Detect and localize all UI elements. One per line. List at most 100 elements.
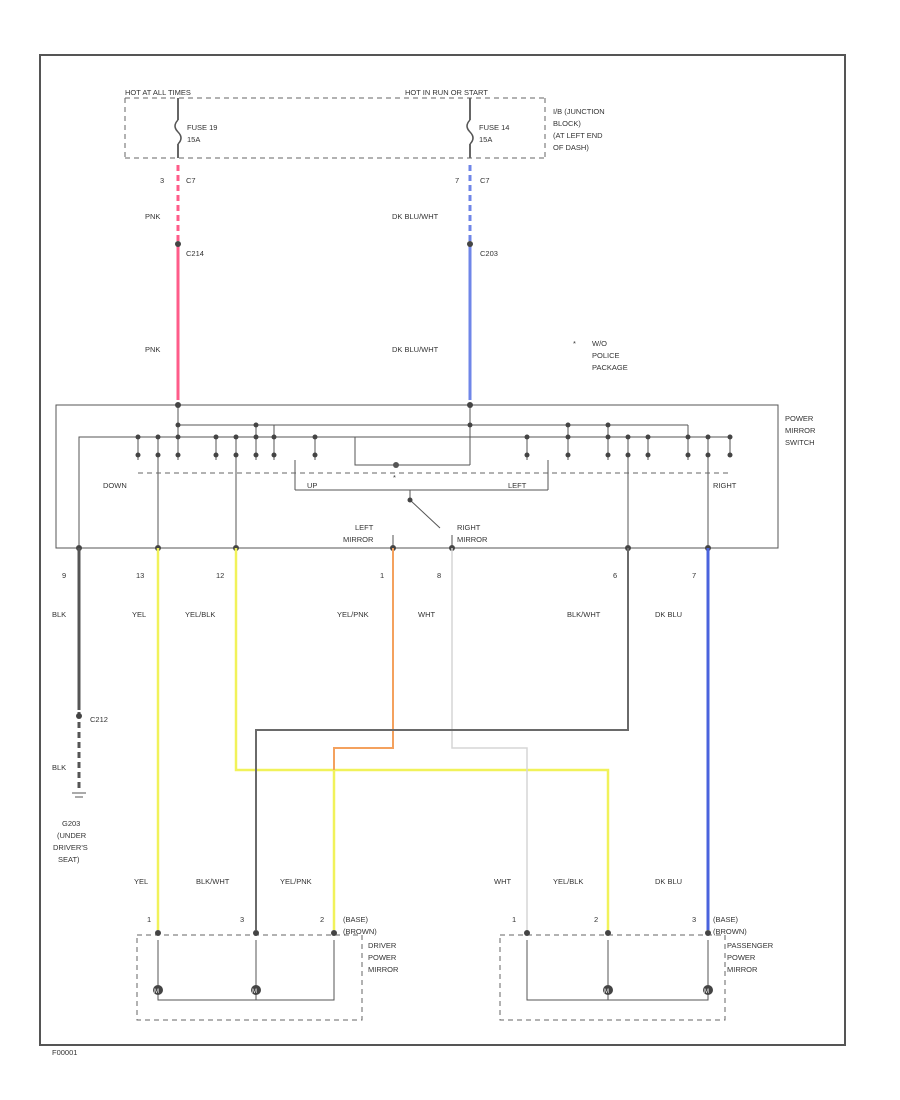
svg-text:PASSENGER: PASSENGER	[727, 941, 774, 950]
svg-text:15A: 15A	[479, 135, 492, 144]
junction-desc-4: OF DASH)	[553, 143, 589, 152]
yel-pnk-wire-upper	[333, 548, 394, 930]
mirror-connector-stubs	[155, 930, 711, 936]
svg-text:M: M	[154, 989, 159, 995]
svg-text:YEL/PNK: YEL/PNK	[337, 610, 369, 619]
fuse-19-icon	[174, 119, 182, 145]
switch-terminal-dots	[76, 402, 733, 551]
switch-input-pin	[467, 402, 473, 408]
fuse-19: FUSE 19 15A	[174, 98, 217, 158]
switch-terminal	[727, 434, 733, 440]
svg-text:M: M	[604, 989, 609, 995]
svg-text:BLK: BLK	[52, 610, 66, 619]
svg-text:FUSE 19: FUSE 19	[187, 123, 217, 132]
svg-text:C203: C203	[480, 249, 498, 258]
switch-terminal	[135, 452, 141, 458]
switch-terminal	[312, 434, 318, 440]
switch-terminal	[565, 452, 571, 458]
mirror-wire-labels: YEL BLK/WHT YEL/PNK WHT YEL/BLK DK BLU	[134, 877, 682, 886]
switch-terminal	[605, 452, 611, 458]
svg-text:G203: G203	[62, 819, 80, 828]
svg-text:RIGHT: RIGHT	[713, 481, 737, 490]
switch-terminal	[213, 434, 219, 440]
svg-text:C7: C7	[186, 176, 196, 185]
svg-text:SEAT): SEAT)	[58, 855, 80, 864]
svg-text:MIRROR: MIRROR	[727, 965, 758, 974]
switch-bus-junction	[605, 422, 611, 428]
svg-text:LEFT: LEFT	[355, 523, 374, 532]
svg-text:DK BLU/WHT: DK BLU/WHT	[392, 212, 439, 221]
hot-in-run-label: HOT IN RUN OR START	[405, 88, 488, 97]
svg-text:3: 3	[692, 915, 696, 924]
svg-text:DK BLU: DK BLU	[655, 610, 682, 619]
switch-terminal	[524, 434, 530, 440]
svg-text:15A: 15A	[187, 135, 200, 144]
svg-text:DRIVER'S: DRIVER'S	[53, 843, 88, 852]
svg-text:6: 6	[613, 571, 617, 580]
svg-text:*: *	[573, 339, 576, 348]
wht-wire	[451, 548, 528, 930]
svg-text:SWITCH: SWITCH	[785, 438, 815, 447]
fuse-14-icon	[466, 119, 474, 145]
switch-input-pin	[175, 402, 181, 408]
switch-terminal	[271, 434, 277, 440]
svg-text:WHT: WHT	[418, 610, 435, 619]
switch-terminal	[645, 452, 651, 458]
switch-terminal	[135, 434, 141, 440]
svg-text:1: 1	[380, 571, 384, 580]
svg-text:1: 1	[147, 915, 151, 924]
svg-text:13: 13	[136, 571, 144, 580]
svg-text:M: M	[704, 989, 709, 995]
passenger-power-mirror: 1 2 3 (BASE) (BROWN) PASSENGER POWER MIR…	[499, 915, 774, 1021]
svg-text:(BROWN): (BROWN)	[713, 927, 747, 936]
svg-text:BLK/WHT: BLK/WHT	[196, 877, 230, 886]
svg-text:(BROWN): (BROWN)	[343, 927, 377, 936]
switch-terminal	[155, 434, 161, 440]
svg-text:8: 8	[437, 571, 441, 580]
junction-desc-1: I/B (JUNCTION	[553, 107, 605, 116]
switch-terminal	[271, 452, 277, 458]
power-mirror-switch: POWER MIRROR SWITCH	[55, 402, 816, 551]
switch-terminal	[705, 434, 711, 440]
svg-text:C212: C212	[90, 715, 108, 724]
svg-text:(BASE): (BASE)	[713, 915, 739, 924]
svg-text:3: 3	[160, 176, 164, 185]
switch-terminal	[685, 434, 691, 440]
svg-text:RIGHT: RIGHT	[457, 523, 481, 532]
blk-wht-wire	[255, 548, 629, 930]
switch-terminal	[175, 434, 181, 440]
switch-terminal	[625, 434, 631, 440]
svg-text:MIRROR: MIRROR	[343, 535, 374, 544]
svg-text:2: 2	[320, 915, 324, 924]
svg-text:POWER: POWER	[368, 953, 397, 962]
svg-text:*: *	[393, 473, 396, 482]
switch-bus-junction	[253, 422, 259, 428]
svg-text:1: 1	[512, 915, 516, 924]
switch-terminal	[625, 452, 631, 458]
switch-contacts	[137, 425, 709, 545]
switch-terminal	[705, 452, 711, 458]
svg-text:YEL/BLK: YEL/BLK	[553, 877, 583, 886]
diagram-frame	[39, 54, 846, 1046]
switch-terminal	[233, 452, 239, 458]
switch-terminal	[155, 452, 161, 458]
fuse-14: FUSE 14 15A	[466, 98, 509, 158]
svg-text:YEL/PNK: YEL/PNK	[280, 877, 312, 886]
svg-text:DOWN: DOWN	[103, 481, 127, 490]
junction-desc-2: BLOCK)	[553, 119, 581, 128]
svg-text:2: 2	[594, 915, 598, 924]
svg-text:YEL/BLK: YEL/BLK	[185, 610, 215, 619]
switch-terminal	[605, 434, 611, 440]
police-package-note: * W/O POLICE PACKAGE	[573, 339, 628, 372]
svg-text:DRIVER: DRIVER	[368, 941, 397, 950]
lamp-icon	[393, 462, 399, 468]
svg-text:DK BLU/WHT: DK BLU/WHT	[392, 345, 439, 354]
svg-text:BLK: BLK	[52, 763, 66, 772]
switch-bus-junction	[565, 422, 571, 428]
svg-text:7: 7	[455, 176, 459, 185]
svg-text:12: 12	[216, 571, 224, 580]
pink-feed-wire: 3 C7 PNK C214 PNK	[145, 165, 204, 400]
svg-text:MIRROR: MIRROR	[457, 535, 488, 544]
junction-block: HOT AT ALL TIMES HOT IN RUN OR START I/B…	[124, 88, 605, 159]
